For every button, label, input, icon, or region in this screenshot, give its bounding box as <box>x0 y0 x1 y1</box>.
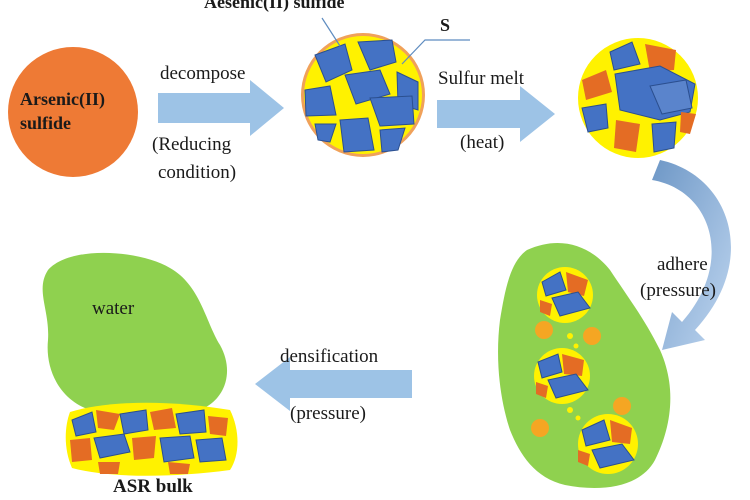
asr-bulk-label: ASR bulk <box>113 476 193 497</box>
sulfur-melt-label: Sulfur melt <box>438 68 525 89</box>
adhere-label: adhere <box>657 254 708 275</box>
asr-bulk-layer <box>65 402 238 476</box>
arsenic-sulfide-label-line2: sulfide <box>20 113 72 133</box>
aesenic-sulfide-callout: Aesenic(II) sulfide <box>204 0 345 12</box>
water-blob <box>42 252 228 417</box>
reducing-label: (Reducing <box>152 134 232 155</box>
arsenic-sulfide-particle <box>8 47 138 177</box>
densification-pressure-label: (pressure) <box>290 403 366 424</box>
heat-label: (heat) <box>460 132 505 153</box>
water-label: water <box>92 298 135 319</box>
decompose-label: decompose <box>160 63 246 84</box>
melted-particle <box>578 38 698 158</box>
sulfur-melt-arrow <box>437 86 555 142</box>
adhere-pressure-label: (pressure) <box>640 280 716 301</box>
condition-label: condition) <box>158 162 237 183</box>
sulfur-callout: S <box>440 15 451 35</box>
adhered-particles-in-water <box>498 242 671 489</box>
arsenic-sulfide-label-line1: Arsenic(II) <box>20 89 105 109</box>
sulfide-sulfur-particle <box>301 33 425 157</box>
densification-arrow <box>255 357 412 411</box>
adhere-arrow <box>652 160 731 350</box>
decompose-arrow <box>158 80 284 136</box>
densification-label: densification <box>280 346 379 367</box>
